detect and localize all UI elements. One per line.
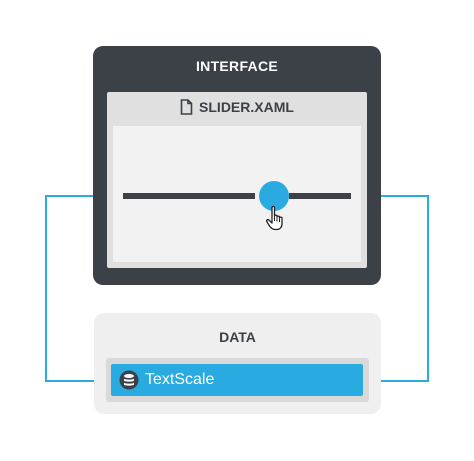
right-connector bbox=[368, 195, 429, 382]
slider-track-remaining[interactable] bbox=[289, 193, 351, 199]
file-window: SLIDER.XAML bbox=[107, 92, 367, 268]
file-header: SLIDER.XAML bbox=[107, 92, 367, 122]
left-connector bbox=[45, 195, 108, 382]
interface-panel: INTERFACE SLIDER.XAML bbox=[93, 46, 381, 285]
database-icon bbox=[119, 370, 139, 390]
interface-title: INTERFACE bbox=[195, 58, 279, 74]
data-title: DATA bbox=[219, 329, 256, 345]
hand-cursor-icon bbox=[265, 205, 283, 231]
slider-track-filled[interactable] bbox=[123, 193, 255, 199]
data-panel: DATA TextScale bbox=[94, 313, 381, 414]
file-icon bbox=[180, 99, 193, 115]
data-item-label: TextScale bbox=[145, 371, 215, 388]
data-item-textscale[interactable]: TextScale bbox=[111, 364, 363, 396]
file-name: SLIDER.XAML bbox=[199, 99, 294, 115]
